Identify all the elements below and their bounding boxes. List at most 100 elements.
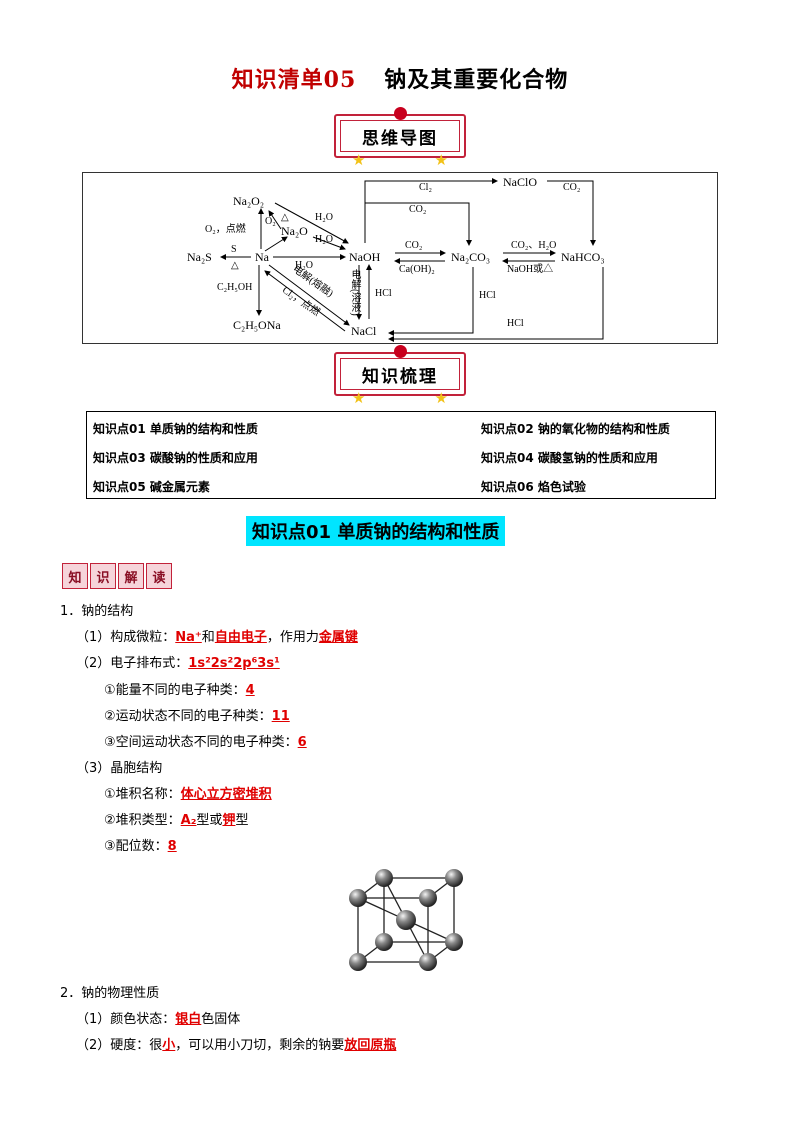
o2-label: O₂	[265, 216, 276, 227]
heading-structure: 1．钠的结构	[60, 604, 134, 619]
na2s-label: Na₂S	[187, 250, 212, 264]
badge-char: 解	[118, 563, 144, 589]
title-red: 知识清单05	[231, 67, 357, 93]
star-icon: ★	[434, 151, 448, 169]
o2-ignite-label: O₂，点燃	[205, 224, 246, 235]
text: 型或	[196, 813, 223, 828]
h2o-label-2: H₂O	[315, 234, 333, 245]
answer: 体心立方密堆积	[180, 787, 272, 802]
naoh-label: NaOH	[349, 250, 381, 264]
caoh2-label: Ca(OH)₂	[399, 264, 435, 275]
text: ②堆积类型：	[104, 813, 181, 828]
knowledge-points-table: 知识点01 单质钠的结构和性质 知识点02 钠的氧化物的结构和性质 知识点03 …	[86, 411, 716, 499]
line-configuration: （2）电子排布式：1s²2s²2p⁶3s¹	[76, 657, 280, 670]
answer: Na⁺	[175, 630, 202, 645]
electrolysis-sol-label: 电解(溶液)	[349, 269, 360, 316]
knowledge-point-link[interactable]: 知识点01 单质钠的结构和性质	[93, 422, 258, 436]
text: 色固体	[201, 1012, 241, 1027]
text: ③空间运动状态不同的电子种类：	[104, 735, 298, 750]
line-cell-structure: （3）晶胞结构	[76, 761, 163, 776]
c2h5ona-label: C₂H₅ONa	[233, 318, 281, 332]
answer: 1s²2s²2p⁶3s¹	[188, 656, 280, 671]
answer: 小	[162, 1038, 176, 1053]
answer: 11	[271, 709, 290, 724]
text: （1）构成微粒：	[76, 630, 176, 645]
co2-label-1: CO₂	[405, 240, 423, 251]
badge-char: 知	[62, 563, 88, 589]
text: ①能量不同的电子种类：	[104, 683, 246, 698]
mind-map-arrows	[220, 178, 604, 342]
line-packing-name: ①堆积名称：体心立方密堆积	[104, 788, 272, 801]
line-coordination: ③配位数：8	[104, 840, 177, 853]
nahco3-label: NaHCO₃	[561, 250, 605, 264]
badge-char: 识	[90, 563, 116, 589]
answer: 8	[167, 839, 177, 854]
line-spatial-states: ③空间运动状态不同的电子种类：6	[104, 736, 307, 749]
co2-label-3: CO₂	[563, 182, 581, 193]
na2o2-label: Na₂O₂	[233, 194, 265, 208]
mind-map-diagram: Na₂O₂ Na₂O Na NaOH Na₂S Na₂CO₃ NaHCO₃ Na…	[82, 172, 718, 344]
star-icon: ★	[352, 389, 366, 407]
text: 和	[201, 630, 215, 645]
heading-physical: 2．钠的物理性质	[60, 986, 160, 1001]
text: ①堆积名称：	[104, 787, 181, 802]
co2-label-2: CO₂	[409, 204, 427, 215]
line-motion-states: ②运动状态不同的电子种类：11	[104, 710, 290, 723]
mind-map-banner-label: 思维导图	[340, 120, 460, 152]
delta-label-2: △	[231, 260, 239, 271]
banner-dot	[394, 107, 407, 120]
na2co3-label: Na₂CO₃	[451, 250, 491, 264]
knowledge-point-link[interactable]: 知识点05 碱金属元素	[93, 480, 210, 494]
line-packing-type: ②堆积类型：A₂型或钾型	[104, 814, 248, 827]
text: （1）颜色状态：	[76, 1012, 176, 1027]
s-label: S	[231, 244, 237, 255]
h2o-label-3: H₂O	[295, 260, 313, 271]
title-black: 钠及其重要化合物	[384, 67, 569, 93]
hcl-label-3: HCl	[507, 318, 524, 329]
co2-h2o-label: CO₂、H₂O	[511, 240, 557, 251]
text: 型	[235, 813, 249, 828]
star-icon: ★	[434, 389, 448, 407]
knowledge-point-link[interactable]: 知识点06 焰色试验	[481, 480, 586, 494]
c2h5oh-label: C₂H₅OH	[217, 282, 253, 293]
hcl-label-1: HCl	[375, 288, 392, 299]
badge-char: 读	[146, 563, 172, 589]
knowledge-point-link[interactable]: 知识点03 碳酸钠的性质和应用	[93, 451, 258, 465]
star-icon: ★	[352, 151, 366, 169]
banner-dot	[394, 345, 407, 358]
h2o-label-1: H₂O	[315, 212, 333, 223]
na-label: Na	[255, 250, 269, 264]
delta-label: △	[281, 212, 289, 223]
knowledge-point-link[interactable]: 知识点04 碳酸氢钠的性质和应用	[481, 451, 658, 465]
na2o-label: Na₂O	[281, 224, 308, 238]
knowledge-banner: 知识梳理 ★ ★	[334, 345, 466, 406]
section-title: 知识点01 单质钠的结构和性质	[246, 516, 506, 546]
text: ，可以用小刀切，剩余的钠要	[175, 1038, 345, 1053]
bcc-unit-cell-image	[349, 869, 463, 971]
answer: 钾	[222, 813, 236, 828]
page-title: 知识清单05 钠及其重要化合物	[0, 62, 800, 94]
line-color-state: （1）颜色状态：银白色固体	[76, 1013, 240, 1026]
knowledge-reading-badge: 知 识 解 读	[62, 563, 172, 589]
knowledge-banner-label: 知识梳理	[340, 358, 460, 390]
text: ②运动状态不同的电子种类：	[104, 709, 272, 724]
answer: 自由电子	[214, 630, 267, 645]
answer: A₂	[180, 813, 197, 828]
answer: 4	[245, 683, 255, 698]
text: （2）硬度：很	[76, 1038, 163, 1053]
knowledge-point-link[interactable]: 知识点02 钠的氧化物的结构和性质	[481, 422, 670, 436]
nacl-label: NaCl	[351, 324, 377, 338]
answer: 金属键	[318, 630, 358, 645]
answer: 放回原瓶	[344, 1038, 397, 1053]
naoh-or-heat-label: NaOH或△	[507, 264, 554, 275]
line-energy-types: ①能量不同的电子种类：4	[104, 684, 255, 697]
answer: 6	[297, 735, 307, 750]
text: （2）电子排布式：	[76, 656, 189, 671]
text: ③配位数：	[104, 839, 168, 854]
mind-map-banner: 思维导图 ★ ★	[334, 107, 466, 168]
hcl-label-2: HCl	[479, 290, 496, 301]
cl2-label: Cl₂	[419, 182, 432, 193]
line-hardness: （2）硬度：很小，可以用小刀切，剩余的钠要放回原瓶	[76, 1039, 396, 1052]
line-particles: （1）构成微粒：Na⁺和自由电子，作用力金属键	[76, 631, 358, 644]
answer: 银白	[175, 1012, 202, 1027]
